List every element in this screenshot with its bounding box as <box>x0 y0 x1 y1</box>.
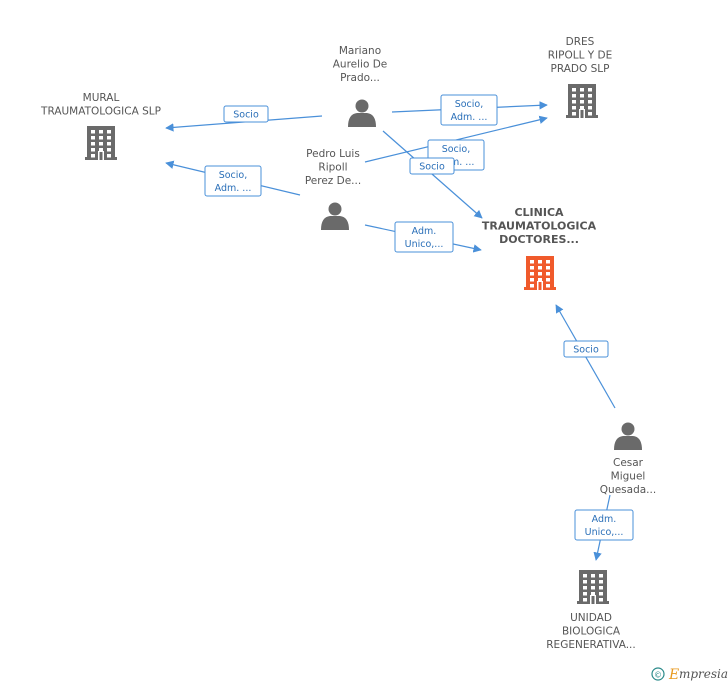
relation-text: Adm. ... <box>451 112 488 123</box>
edge-mariano-dres: Socio, Adm. ... <box>391 94 548 126</box>
node-label-line: DOCTORES... <box>499 233 579 246</box>
edge-mariano-clinica: Socio <box>382 130 483 219</box>
node-label-line: Mariano <box>339 45 381 57</box>
relation-label[interactable]: Socio <box>223 105 269 123</box>
edge-mariano-mural: Socio <box>165 105 323 132</box>
node-label-line: Prado... <box>340 72 380 84</box>
relation-text: Unico,... <box>585 527 624 538</box>
node-label-line: TRAUMATOLOGICA <box>482 220 597 233</box>
node-label-line: DRES <box>566 36 595 48</box>
edge-pedro-dres: Socio, Adm. ... <box>364 115 548 171</box>
building-icon <box>566 84 598 118</box>
node-label-line: CLINICA <box>514 206 564 219</box>
relation-text: Socio, <box>442 144 471 155</box>
edge-cesar-unidad: Adm. Unico,... <box>574 494 634 561</box>
brand-name: mpresia <box>679 667 728 681</box>
node-label-line: Miguel <box>611 471 646 483</box>
edge-cesar-clinica: Socio <box>555 304 616 409</box>
node-label-line: Perez De... <box>305 175 361 187</box>
person-icon <box>348 99 376 127</box>
relation-text: Socio <box>573 345 599 356</box>
relation-label[interactable]: Socio, Adm. ... <box>440 94 498 126</box>
node-cesar[interactable]: CesarMiguelQuesada... <box>600 422 656 497</box>
person-icon <box>614 422 642 450</box>
relation-text: Adm. ... <box>215 183 252 194</box>
relation-text: Adm. <box>592 514 617 525</box>
brand-initial: E <box>668 667 679 683</box>
node-mural[interactable]: MURAL TRAUMATOLOGICA SLP <box>40 92 161 160</box>
node-label-line: Quesada... <box>600 484 656 496</box>
relation-label[interactable]: Adm. Unico,... <box>574 509 634 541</box>
building-icon <box>85 126 117 160</box>
node-label-line: BIOLOGICA <box>562 626 621 638</box>
edge-pedro-clinica: Adm. Unico,... <box>364 221 482 253</box>
relation-text: Socio <box>233 110 259 121</box>
relation-text: Unico,... <box>405 239 444 250</box>
node-label-line: Aurelio De <box>333 59 388 71</box>
node-label-line: RIPOLL Y DE <box>548 50 613 62</box>
relation-text: Adm. ... <box>438 157 475 168</box>
relation-label[interactable]: Socio <box>563 340 609 358</box>
node-label-line: UNIDAD <box>570 612 612 624</box>
building-icon <box>577 570 609 604</box>
relation-text: Socio, <box>455 99 484 110</box>
node-label-line: Cesar <box>613 457 644 469</box>
node-label-line: MURAL <box>83 92 120 104</box>
building-icon <box>524 256 556 290</box>
footer-logo[interactable]: © E mpresia <box>651 667 728 683</box>
relation-text: Socio, <box>219 170 248 181</box>
node-clinica[interactable]: CLINICATRAUMATOLOGICADOCTORES... <box>482 206 597 290</box>
relation-text: Adm. <box>412 226 437 237</box>
copyright-symbol: © <box>654 671 662 680</box>
node-label-line: REGENERATIVA... <box>546 639 635 651</box>
node-label-line: PRADO SLP <box>551 63 610 75</box>
relation-label[interactable]: Adm. Unico,... <box>394 221 454 253</box>
node-unidad[interactable]: UNIDAD BIOLOGICAREGENERATIVA... <box>546 570 636 651</box>
node-label-line: TRAUMATOLOGICA SLP <box>40 106 161 118</box>
person-icon <box>321 202 349 230</box>
relation-text: Socio <box>419 162 445 173</box>
edge-pedro-mural: Socio, Adm. ... <box>165 160 301 197</box>
node-label-line: Pedro Luis <box>306 148 360 160</box>
node-label-line: Ripoll <box>318 162 347 174</box>
copyright-icon <box>651 667 665 681</box>
relation-label[interactable]: Socio <box>409 157 455 175</box>
relation-label[interactable]: Socio, Adm. ... <box>204 165 262 197</box>
